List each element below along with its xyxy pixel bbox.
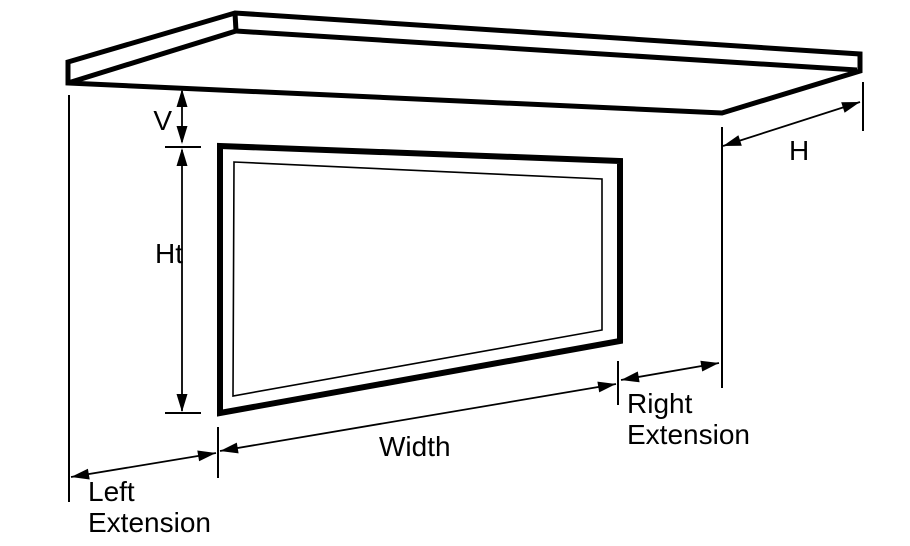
window-outer-frame [217,142,623,417]
right-extension-arrow-right-icon [700,360,719,372]
right-extension-label-line2: Extension [627,419,750,450]
v-arrow-down-icon [176,126,188,144]
h-label: H [789,135,809,166]
h-arrow-left-icon [723,135,742,146]
dimension-ht: Ht [155,148,188,412]
ht-arrow-up-icon [176,148,188,166]
dimension-h: H [722,101,861,166]
dimension-right-extension: Right Extension [620,360,750,450]
h-arrow-right-icon [841,102,860,113]
window-inner-frame [232,161,603,397]
left-extension-dim-line [70,452,217,478]
left-extension-arrow-right-icon [197,450,216,462]
left-extension-label-line2: Extension [88,507,211,538]
left-extension-label-line1: Left [88,476,135,507]
dimension-v: V [153,89,188,144]
dimension-left-extension: Left Extension [70,450,217,538]
h-dim-line [722,101,861,147]
width-arrow-right-icon [597,381,616,393]
awning-back-left-edge [232,12,239,32]
left-extension-arrow-left-icon [71,468,90,480]
ht-label: Ht [155,238,183,269]
right-extension-label-line1: Right [627,388,693,419]
window-frame [217,142,623,417]
right-extension-arrow-left-icon [621,371,640,383]
dimension-width: Width [219,381,617,462]
width-label: Width [379,431,451,462]
width-arrow-left-icon [220,442,239,454]
awning-underside-left-edge [67,28,237,86]
v-arrow-up-icon [176,89,188,107]
width-dim-line [219,383,617,452]
awning-slab [65,10,863,116]
v-label: V [153,105,172,136]
ht-arrow-down-icon [176,394,188,412]
awning-underside-back-edge [235,28,858,73]
